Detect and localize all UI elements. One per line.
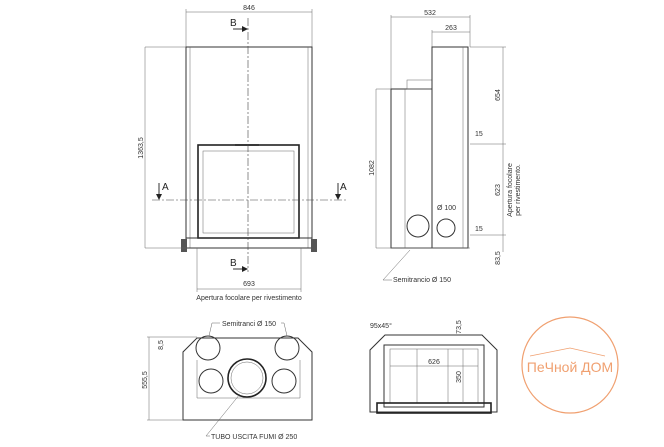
inner-depth-dim: 350 [456,371,463,383]
side-opening-dim: 623 [495,184,502,196]
flue-label: TUBO USCITA FUMI Ø 250 [211,434,297,441]
gap-bottom-dim: 15 [475,226,483,233]
front-caption: Apertura focolare per rivestimento [196,295,302,302]
semitranci-label: Semitranci Ø 150 [222,321,276,328]
offset-dim: 8,5 [158,340,165,350]
side-depth-dim: 532 [424,10,436,17]
gap-top-dim: 15 [475,131,483,138]
inner-width-dim: 626 [428,359,440,366]
section-b-bottom-label: B [230,258,237,269]
watermark-logo: ПеЧной ДОМ [521,316,619,414]
side-caption-line1: Apertura focolare [507,163,514,217]
opening-width-dim: 693 [243,281,255,288]
section-a-right-label: A [340,182,347,193]
side-caption-line2: per rivestimento. [515,164,522,216]
side-upper-depth-dim: 263 [445,25,457,32]
top-view: Semitranci Ø 150 8,5 555,5 TUBO USCITA F… [142,321,313,441]
side-view: 532 263 1082 654 623 83,5 15 15 Ø 100 Se… [369,10,522,284]
watermark-text: ПеЧной ДОМ [527,359,613,375]
side-base-dim: 83,5 [495,251,502,265]
section-a-left-label: A [162,182,169,193]
semitrancio-label: Semitrancio Ø 150 [393,277,451,284]
front-height-dim: 1363,5 [138,137,145,159]
chamfer-dim: 95x45° [370,322,392,330]
top-depth-dim: 555,5 [142,371,149,389]
air-inlet-dim: Ø 100 [437,205,456,212]
section-b-top-label: B [230,18,237,29]
side-upper-dim: 654 [495,89,502,101]
side-height-dim: 1082 [369,160,376,176]
section-view: 95x45° 73,5 626 350 [369,320,498,414]
front-width-dim: 846 [243,5,255,12]
top-offset-dim: 73,5 [456,320,463,334]
front-view: 846 1363,5 B B A A 693 Apertura focolare… [138,5,347,302]
